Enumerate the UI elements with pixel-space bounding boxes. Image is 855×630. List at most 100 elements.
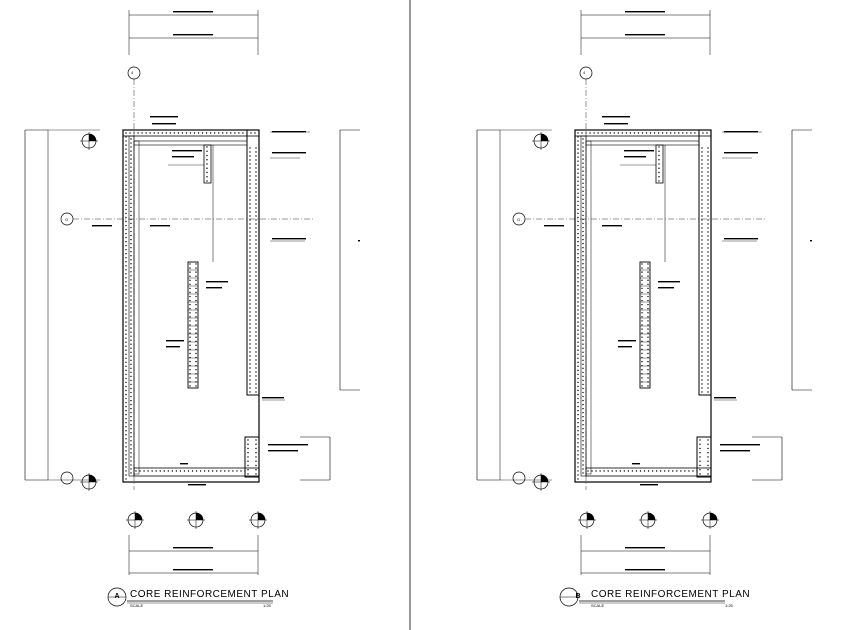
rebar-dot <box>195 320 197 322</box>
rebar-dot <box>577 176 579 178</box>
rebar-dot <box>189 312 191 314</box>
rebar-dot <box>218 132 220 134</box>
rebar-dot <box>249 351 251 353</box>
rebar-dot <box>707 335 709 337</box>
rebar-dot <box>125 361 127 364</box>
rebar-dot <box>125 148 127 150</box>
rebar-dot <box>647 308 649 310</box>
rebar-dot <box>189 332 191 334</box>
rebar-dot <box>125 381 127 384</box>
rebar-dot <box>699 469 701 471</box>
rebar-dot <box>585 132 587 134</box>
rebar-dot <box>701 211 703 213</box>
rebar-dot <box>707 469 709 471</box>
rebar-dot <box>130 395 132 398</box>
rebar-dot <box>130 460 132 462</box>
rebar-dot <box>249 163 251 165</box>
rebar-dot <box>589 132 591 134</box>
rebar-dot <box>581 132 583 134</box>
rebar-dot <box>130 234 132 237</box>
rebar-dot <box>130 230 132 233</box>
rebar-dot <box>130 190 132 193</box>
rebar-dot <box>249 299 251 301</box>
rebar-dot <box>189 348 191 351</box>
rebar-dot <box>165 132 167 134</box>
annot-text <box>640 484 658 486</box>
rebar-dot <box>255 263 257 265</box>
rebar-dot <box>141 132 143 134</box>
rebar-dot <box>125 313 127 315</box>
rebar-dot <box>707 259 709 261</box>
rebar-dot <box>577 196 579 199</box>
rebar-dot <box>195 267 197 269</box>
rebar-dot <box>161 132 163 134</box>
rebar-dot <box>189 328 191 330</box>
rebar-dot <box>609 132 611 134</box>
rebar-dot <box>582 331 584 333</box>
rebar-dot <box>582 206 584 209</box>
rebar-dot <box>195 295 197 298</box>
rebar-dot <box>125 180 127 182</box>
rebar-dot <box>701 299 703 301</box>
rebar-dot <box>664 470 666 472</box>
rebar-dot <box>249 175 251 177</box>
top-dim-text-2 <box>625 34 665 36</box>
core-left-wall-inner-2 <box>585 140 592 475</box>
rebar-dot <box>130 339 132 341</box>
bottom-dim-text-2 <box>173 569 213 571</box>
rebar-dot <box>701 387 703 389</box>
rebar-dot <box>707 175 709 177</box>
rebar-dot <box>582 138 584 140</box>
rebar-dot <box>582 162 584 164</box>
rebar-dot <box>130 287 132 289</box>
rebar-dot <box>577 277 579 279</box>
rebar-dot <box>701 215 703 217</box>
rebar-dot <box>674 132 676 134</box>
rebar-dot <box>647 295 649 298</box>
rebar-dot <box>577 349 579 351</box>
rebar-dot <box>255 311 257 313</box>
rebar-dot <box>255 151 257 153</box>
rebar-dot <box>707 303 709 305</box>
rebar-dot <box>151 470 153 472</box>
rebar-dot <box>255 343 257 345</box>
rebar-dot <box>707 203 709 205</box>
annot-text <box>624 150 654 152</box>
rebar-dot <box>577 257 579 259</box>
rebar-dot <box>125 164 127 166</box>
rebar-dot <box>242 132 244 134</box>
rebar-dot <box>577 329 579 331</box>
rebar-dot <box>125 285 127 287</box>
rebar-dot <box>593 132 595 134</box>
rebar-dot <box>249 271 251 273</box>
rebar-dot <box>582 234 584 237</box>
annot-text <box>720 444 760 446</box>
rebar-dot <box>249 379 251 381</box>
rebar-dot <box>195 303 197 306</box>
rebar-dot <box>577 148 579 150</box>
drawing-id-b: B <box>575 593 581 600</box>
rebar-dot <box>130 250 132 253</box>
rebar-dot <box>249 295 251 297</box>
rebar-dot <box>587 470 589 472</box>
rebar-dot <box>595 470 597 472</box>
rebar-dot <box>641 295 643 298</box>
rebar-dot <box>701 371 703 373</box>
rebar-dot <box>195 385 197 387</box>
rebar-dot <box>130 263 132 265</box>
rebar-dot <box>255 199 257 201</box>
rebar-dot <box>125 273 127 275</box>
rebar-dot <box>125 417 127 420</box>
annot-text <box>188 484 206 486</box>
rebar-dot <box>701 251 703 253</box>
rebar-dot <box>205 132 208 134</box>
rebar-dot <box>155 470 157 472</box>
rebar-dot <box>195 340 197 342</box>
annot-text <box>272 152 306 154</box>
rebar-dot <box>255 195 257 197</box>
rebar-dot <box>707 227 709 229</box>
rebar-dot <box>130 355 132 358</box>
rebar-dot <box>577 289 579 291</box>
rebar-dot <box>582 415 584 418</box>
rebar-dot <box>707 351 709 353</box>
